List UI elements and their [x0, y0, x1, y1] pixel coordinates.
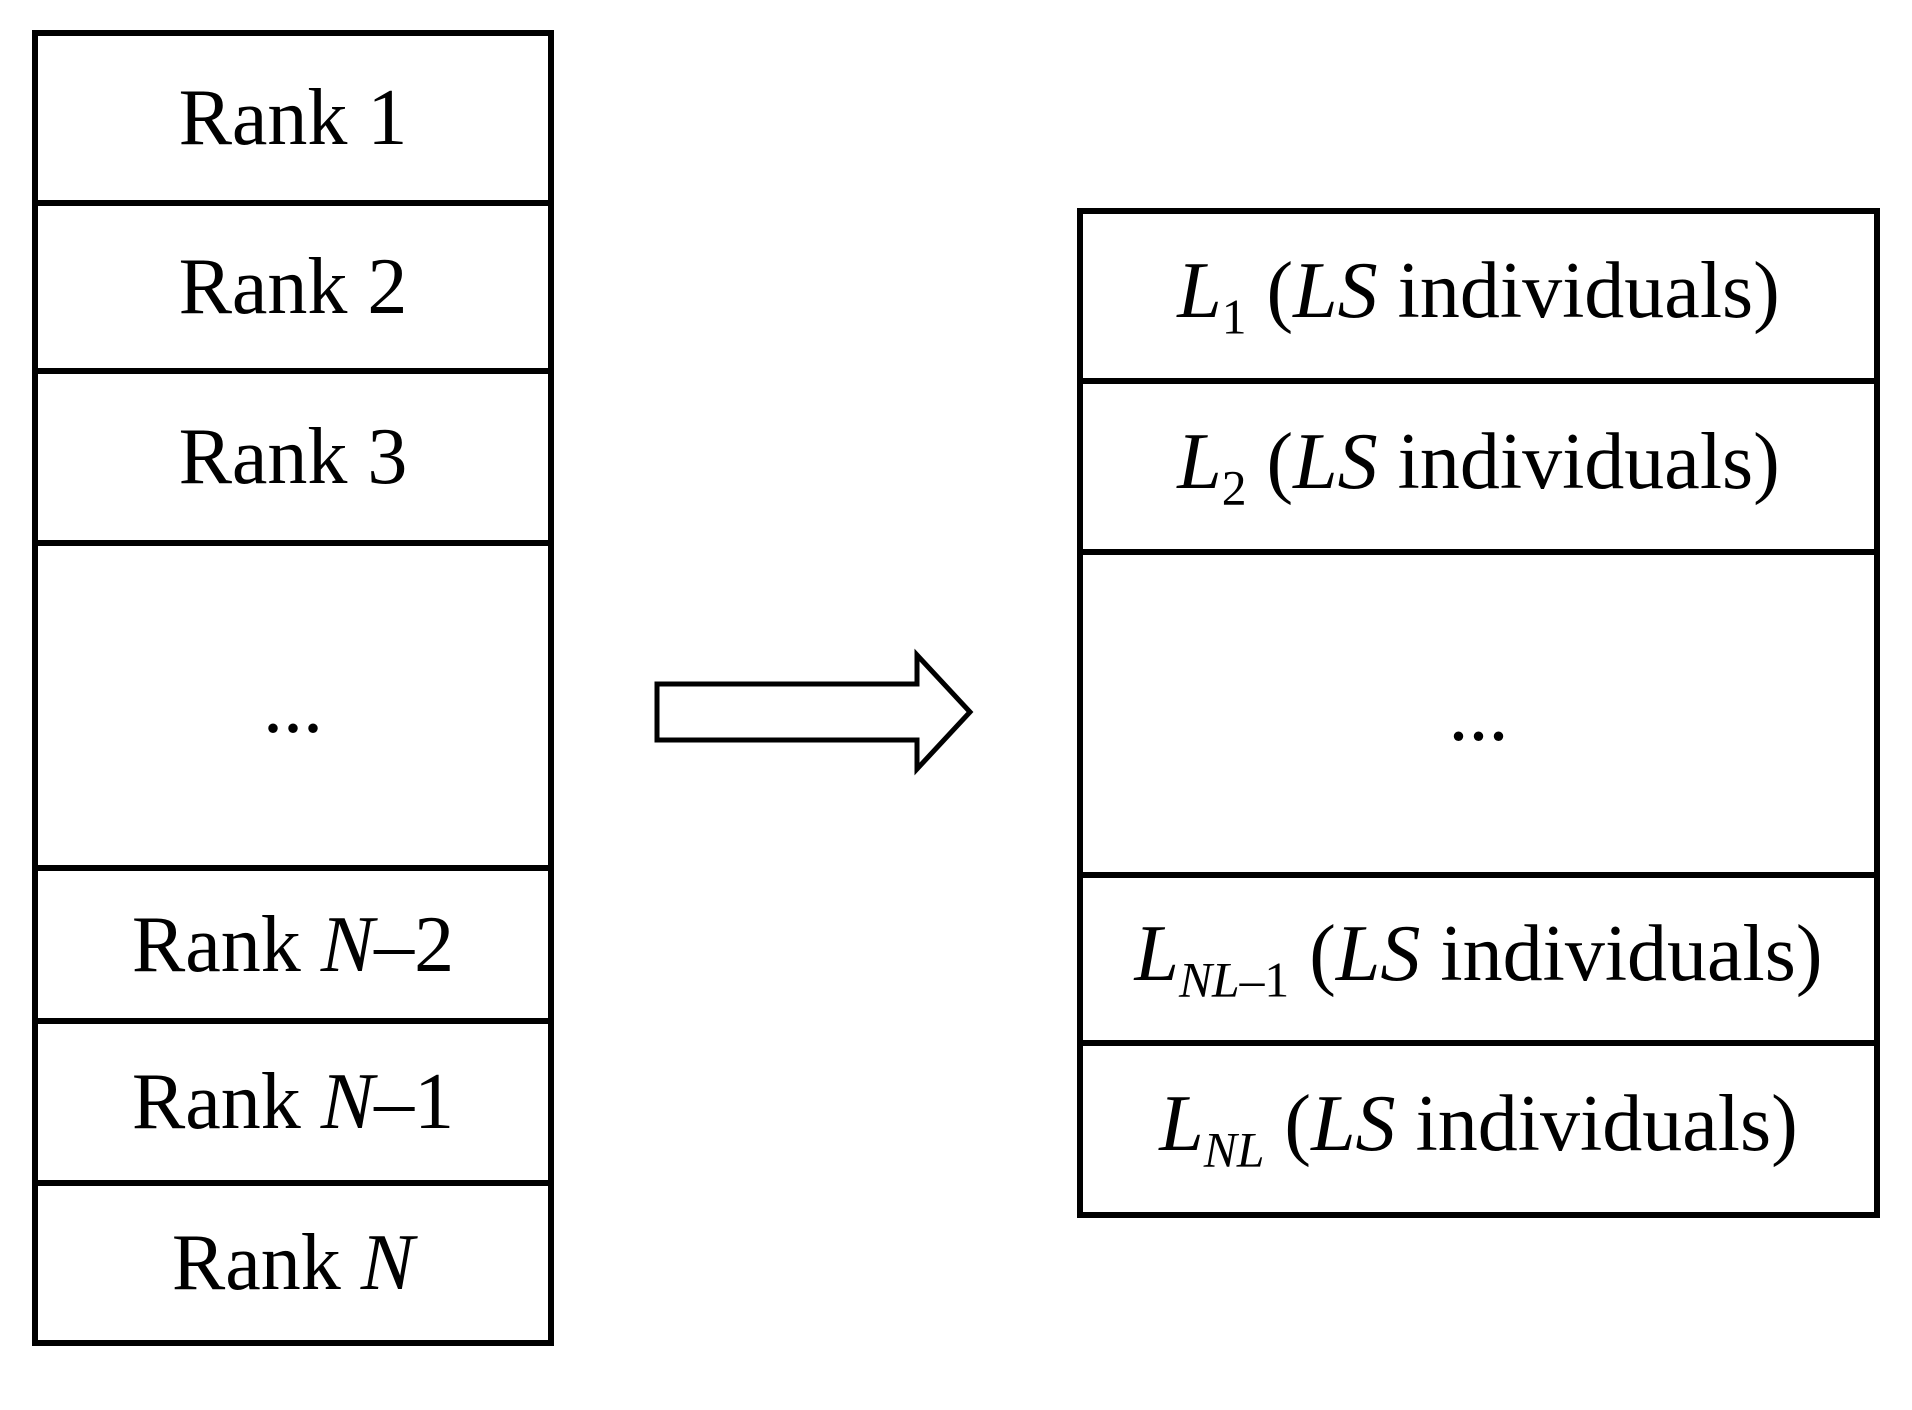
- cell-label: LNL (LS individuals): [1159, 1080, 1798, 1178]
- cell-label: Rank 2: [178, 243, 408, 331]
- cell-label: ...: [1448, 669, 1509, 758]
- cell-label: ...: [263, 661, 323, 750]
- l2-cell: L2 (LS individuals): [1077, 378, 1880, 555]
- cell-label: L1 (LS individuals): [1177, 247, 1780, 345]
- cell-label: Rank N: [171, 1219, 415, 1307]
- rank-2-cell: Rank 2: [32, 200, 554, 374]
- right-arrow-shape: [654, 648, 974, 776]
- cell-label: Rank 1: [178, 74, 408, 162]
- cell-label: L2 (LS individuals): [1177, 417, 1780, 515]
- rank-n-1-cell: Rank N–1: [32, 1018, 554, 1186]
- cell-label: Rank 3: [178, 413, 408, 501]
- cell-label: LNL–1 (LS individuals): [1134, 910, 1823, 1008]
- l1-cell: L1 (LS individuals): [1077, 208, 1880, 384]
- rank-n-cell: Rank N: [32, 1180, 554, 1346]
- rank-n-2-cell: Rank N–2: [32, 865, 554, 1024]
- ellipsis-cell: ...: [1077, 549, 1880, 878]
- cell-label: Rank N–2: [131, 900, 455, 989]
- l-nl-cell: LNL (LS individuals): [1077, 1040, 1880, 1218]
- ellipsis-cell: ...: [32, 540, 554, 871]
- rank-3-cell: Rank 3: [32, 368, 554, 546]
- layered-subpopulations-column: L1 (LS individuals) L2 (LS individuals)..…: [1077, 208, 1880, 1218]
- cell-label: Rank N–1: [131, 1058, 455, 1146]
- l-nl-1-cell: LNL–1 (LS individuals): [1077, 872, 1880, 1046]
- right-arrow-icon: [654, 648, 974, 776]
- rank-1-cell: Rank 1: [32, 30, 554, 206]
